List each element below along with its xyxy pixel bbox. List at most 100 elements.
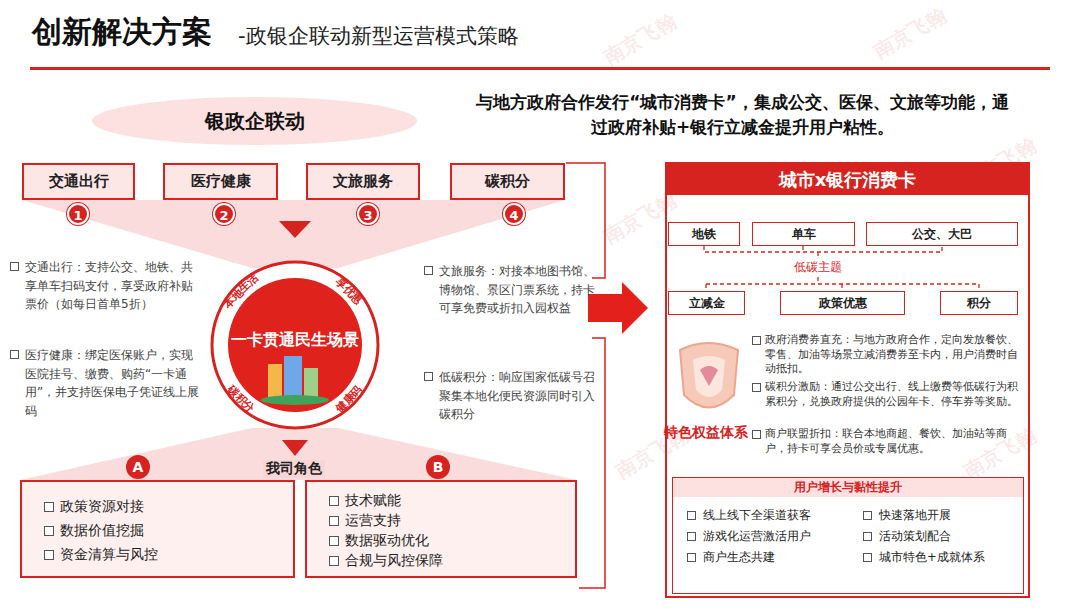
checkbox-icon [329, 556, 339, 566]
big-arrow [588, 282, 648, 334]
node-text: 碳积分 [485, 172, 530, 191]
bullet-text: 低碳积分：响应国家低碳号召聚集本地化便民资源同时引入碳积分 [424, 368, 596, 424]
slide-title: 创新解决方案 [32, 12, 212, 53]
role-text: 资金清算与风控 [60, 546, 158, 562]
bullet-text: 文旅服务：对接本地图书馆、博物馆、景区门票系统，持卡可享免费或折扣入园权益 [424, 262, 596, 318]
checkbox-icon [329, 496, 339, 506]
bracket [566, 163, 605, 278]
bullet-text: 碳积分激励：通过公交出行、线上缴费等低碳行为积累积分，兑换政府提供的公园年卡、停… [752, 380, 1026, 409]
node-text: 医疗健康 [191, 172, 251, 191]
node-text: 积分 [967, 295, 991, 312]
mode-box: 公交、大巴 [866, 222, 1018, 246]
role-item: 技术赋能 [329, 492, 401, 510]
bullet-body: 商户联盟折扣：联合本地商超、餐饮、加油站等商户，持卡可享会员价或专属优惠。 [765, 427, 1007, 455]
scene-box: 交通出行 [22, 163, 135, 200]
callout-letter: A [126, 455, 150, 479]
down-triangle [279, 221, 311, 238]
checkbox-icon [863, 553, 872, 562]
growth-item: 线上线下全渠道获客 [687, 508, 811, 523]
role-item: 政策资源对接 [44, 498, 144, 516]
checkbox-icon [10, 350, 19, 359]
growth-header: 用户增长与黏性提升 [673, 478, 1023, 497]
benefit-box: 立减金 [668, 291, 745, 315]
node-text: 银政企联动 [205, 108, 305, 135]
watermark: 南京飞翰 [599, 8, 682, 71]
scene-box: 碳积分 [450, 163, 565, 200]
node-text: 单车 [792, 226, 816, 243]
node-text: 政策优惠 [819, 295, 867, 312]
checkbox-icon [44, 526, 54, 536]
callout-number: 3 [357, 203, 379, 225]
growth-item: 城市特色+成就体系 [863, 550, 985, 565]
funnel-bottom [20, 428, 577, 480]
card-header: 城市x银行消费卡 [667, 164, 1028, 195]
callout-letter: B [426, 455, 450, 479]
bullet-body: 低碳积分：响应国家低碳号召聚集本地化便民资源同时引入碳积分 [439, 370, 595, 421]
growth-item: 快速落地开展 [863, 508, 951, 523]
bullet-body: 文旅服务：对接本地图书馆、博物馆、景区门票系统，持卡可享免费或折扣入园权益 [439, 264, 595, 315]
scene-box: 文旅服务 [306, 163, 420, 200]
growth-text: 线上线下全渠道获客 [703, 508, 811, 522]
theme-label: 低碳主题 [794, 259, 842, 276]
role-item: 资金清算与风控 [44, 546, 158, 564]
node-text: 文旅服务 [333, 172, 393, 191]
checkbox-icon [424, 266, 433, 275]
checkbox-icon [44, 502, 54, 512]
callout-number: 4 [503, 203, 525, 225]
mode-box: 单车 [752, 222, 855, 246]
growth-text: 城市特色+成就体系 [879, 550, 985, 564]
bullet-body: 交通出行：支持公交、地铁、共享单车扫码支付，享受政府补贴票价（如每日首单5折） [25, 260, 193, 311]
growth-box: 用户增长与黏性提升线上线下全渠道获客 快速落地开展游戏化运营激活用户 活动策划配合商… [672, 477, 1024, 594]
title-rule [30, 67, 1050, 70]
role-item: 运营支持 [329, 512, 401, 530]
role-box: 政策资源对接数据价值挖掘资金清算与风控 [20, 480, 295, 578]
headline: 与地方政府合作发行“城市消费卡”，集成公交、医保、文旅等功能，通过政府补贴+银行… [470, 90, 1015, 139]
checkbox-icon [44, 550, 54, 560]
bullet-body: 碳积分激励：通过公交出行、线上缴费等低碳行为积累积分，兑换政府提供的公园年卡、停… [765, 380, 1018, 408]
role-label: 我司角色 [263, 460, 325, 478]
checkbox-icon [329, 516, 339, 526]
role-text: 数据价值挖掘 [60, 522, 144, 538]
role-item: 数据价值挖掘 [44, 522, 144, 540]
node-text: 公交、大巴 [912, 226, 972, 243]
checkbox-icon [687, 511, 696, 520]
role-text: 合规与风控保障 [345, 552, 443, 568]
role-item: 合规与风控保障 [329, 552, 443, 570]
role-text: 数据驱动优化 [345, 532, 429, 548]
bullet-text: 医疗健康：绑定医保账户，实现医院挂号、缴费、购药“一卡通用”，并支持医保电子凭证… [10, 346, 202, 420]
checkbox-icon [687, 553, 696, 562]
shield-icon [680, 343, 738, 408]
checkbox-icon [10, 262, 19, 271]
bullet-text: 交通出行：支持公交、地铁、共享单车扫码支付，享受政府补贴票价（如每日首单5折） [10, 258, 202, 314]
checkbox-icon [863, 511, 872, 520]
growth-item: 游戏化运营激活用户 [687, 529, 811, 544]
role-text: 政策资源对接 [60, 498, 144, 514]
growth-text: 商户生态共建 [703, 550, 775, 564]
callout-number: 2 [213, 203, 235, 225]
scene-box: 医疗健康 [163, 163, 278, 200]
checkbox-icon [863, 532, 872, 541]
funnel-top [22, 200, 565, 268]
checkbox-icon [687, 532, 696, 541]
growth-item: 商户生态共建 [687, 550, 775, 565]
node-text: 交通出行 [49, 172, 109, 191]
mode-box: 地铁 [668, 222, 740, 246]
growth-text: 活动策划配合 [879, 529, 951, 543]
benefit-box: 积分 [940, 291, 1018, 315]
bullet-body: 医疗健康：绑定医保账户，实现医院挂号、缴费、购药“一卡通用”，并支持医保电子凭证… [25, 348, 199, 418]
growth-text: 快速落地开展 [879, 508, 951, 522]
role-text: 运营支持 [345, 512, 401, 528]
subtitle: -政银企联动新型运营模式策略 [238, 22, 519, 50]
feature-label: 特色权益体系 [664, 424, 748, 442]
bullet-text: 商户联盟折扣：联合本地商超、餐饮、加油站等商户，持卡可享会员价或专属优惠。 [752, 427, 1026, 456]
growth-text: 游戏化运营激活用户 [703, 529, 811, 543]
checkbox-icon [752, 430, 761, 439]
callout-number: 1 [67, 203, 89, 225]
checkbox-icon [752, 383, 761, 392]
checkbox-icon [752, 336, 761, 345]
watermark: 南京飞翰 [869, 2, 952, 65]
checkbox-icon [424, 372, 433, 381]
growth-item: 活动策划配合 [863, 529, 951, 544]
checkbox-icon [329, 536, 339, 546]
header-blob: 银政企联动 [92, 97, 417, 145]
